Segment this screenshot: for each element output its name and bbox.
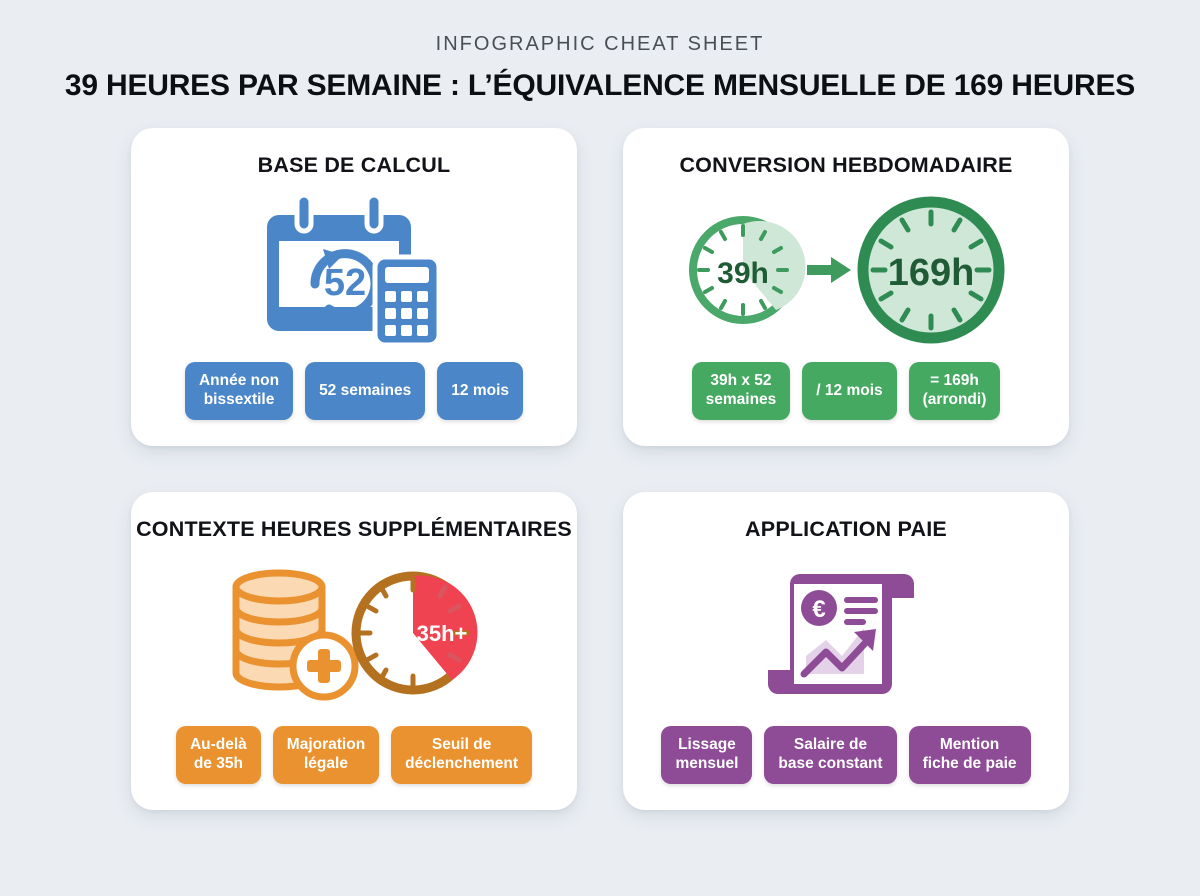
pill-item[interactable]: 39h x 52 semaines bbox=[691, 362, 791, 420]
pill-item[interactable]: Année non bissextile bbox=[184, 362, 294, 420]
calendar-number: 52 bbox=[324, 262, 366, 304]
card-title: APPLICATION PAIE bbox=[745, 517, 947, 541]
icon-area: 35h+ bbox=[149, 542, 559, 727]
icon-area: 52 bbox=[149, 178, 559, 363]
card-contexte-heures-supplementaires: CONTEXTE HEURES SUPPLÉMENTAIRES bbox=[131, 492, 577, 810]
icon-area: 39h bbox=[641, 178, 1051, 363]
pill-item[interactable]: Majoration légale bbox=[272, 726, 380, 784]
arrow-right-icon bbox=[807, 256, 851, 283]
pill-item[interactable]: Seuil de déclenchement bbox=[391, 726, 533, 784]
page-title: 39 HEURES PAR SEMAINE : L’ÉQUIVALENCE ME… bbox=[64, 69, 1136, 102]
clock-39h: 39h bbox=[689, 215, 806, 324]
clock-169h: 169h bbox=[857, 196, 1005, 344]
calendar-calculator-icon: 52 bbox=[267, 192, 442, 348]
icon-area: € bbox=[641, 542, 1051, 727]
card-title: BASE DE CALCUL bbox=[257, 153, 451, 177]
pill-item[interactable]: 52 semaines bbox=[305, 362, 426, 420]
clock-from-label: 39h bbox=[717, 257, 769, 290]
pill-item[interactable]: / 12 mois bbox=[802, 362, 897, 420]
pill-row: Au-delà de 35h Majoration légale Seuil d… bbox=[149, 726, 559, 784]
pill-item[interactable]: Salaire de base constant bbox=[764, 726, 897, 784]
card-application-paie: APPLICATION PAIE € bbox=[623, 492, 1069, 810]
card-conversion-hebdomadaire: CONVERSION HEBDOMADAIRE bbox=[623, 128, 1069, 446]
euro-icon bbox=[800, 590, 837, 627]
pill-item[interactable]: Lissage mensuel bbox=[661, 726, 753, 784]
clock-threshold-label: 35h+ bbox=[417, 621, 468, 646]
pill-row: Année non bissextile 52 semaines 12 mois bbox=[149, 362, 559, 420]
clock-to-label: 169h bbox=[888, 252, 975, 294]
eyebrow-label: INFOGRAPHIC CHEAT SHEET bbox=[435, 33, 765, 55]
card-grid: BASE DE CALCUL 52 bbox=[131, 128, 1069, 810]
pill-item[interactable]: 12 mois bbox=[437, 362, 524, 420]
clock-35h-plus: 35h+ bbox=[351, 571, 478, 695]
pill-row: 39h x 52 semaines / 12 mois = 169h (arro… bbox=[641, 362, 1051, 420]
pill-row: Lissage mensuel Salaire de base constant… bbox=[641, 726, 1051, 784]
euro-symbol: € bbox=[812, 596, 825, 623]
payslip-chart-icon: € bbox=[767, 574, 914, 695]
pill-item[interactable]: Mention fiche de paie bbox=[908, 726, 1031, 784]
card-title: CONVERSION HEBDOMADAIRE bbox=[679, 153, 1013, 177]
pill-item[interactable]: = 169h (arrondi) bbox=[908, 362, 1001, 420]
card-title: CONTEXTE HEURES SUPPLÉMENTAIRES bbox=[136, 517, 572, 541]
coins-clock-icon: 35h+ bbox=[232, 569, 478, 701]
card-base-de-calcul: BASE DE CALCUL 52 bbox=[131, 128, 577, 446]
clock-conversion-icon: 39h bbox=[689, 196, 1005, 344]
pill-item[interactable]: Au-delà de 35h bbox=[175, 726, 261, 784]
